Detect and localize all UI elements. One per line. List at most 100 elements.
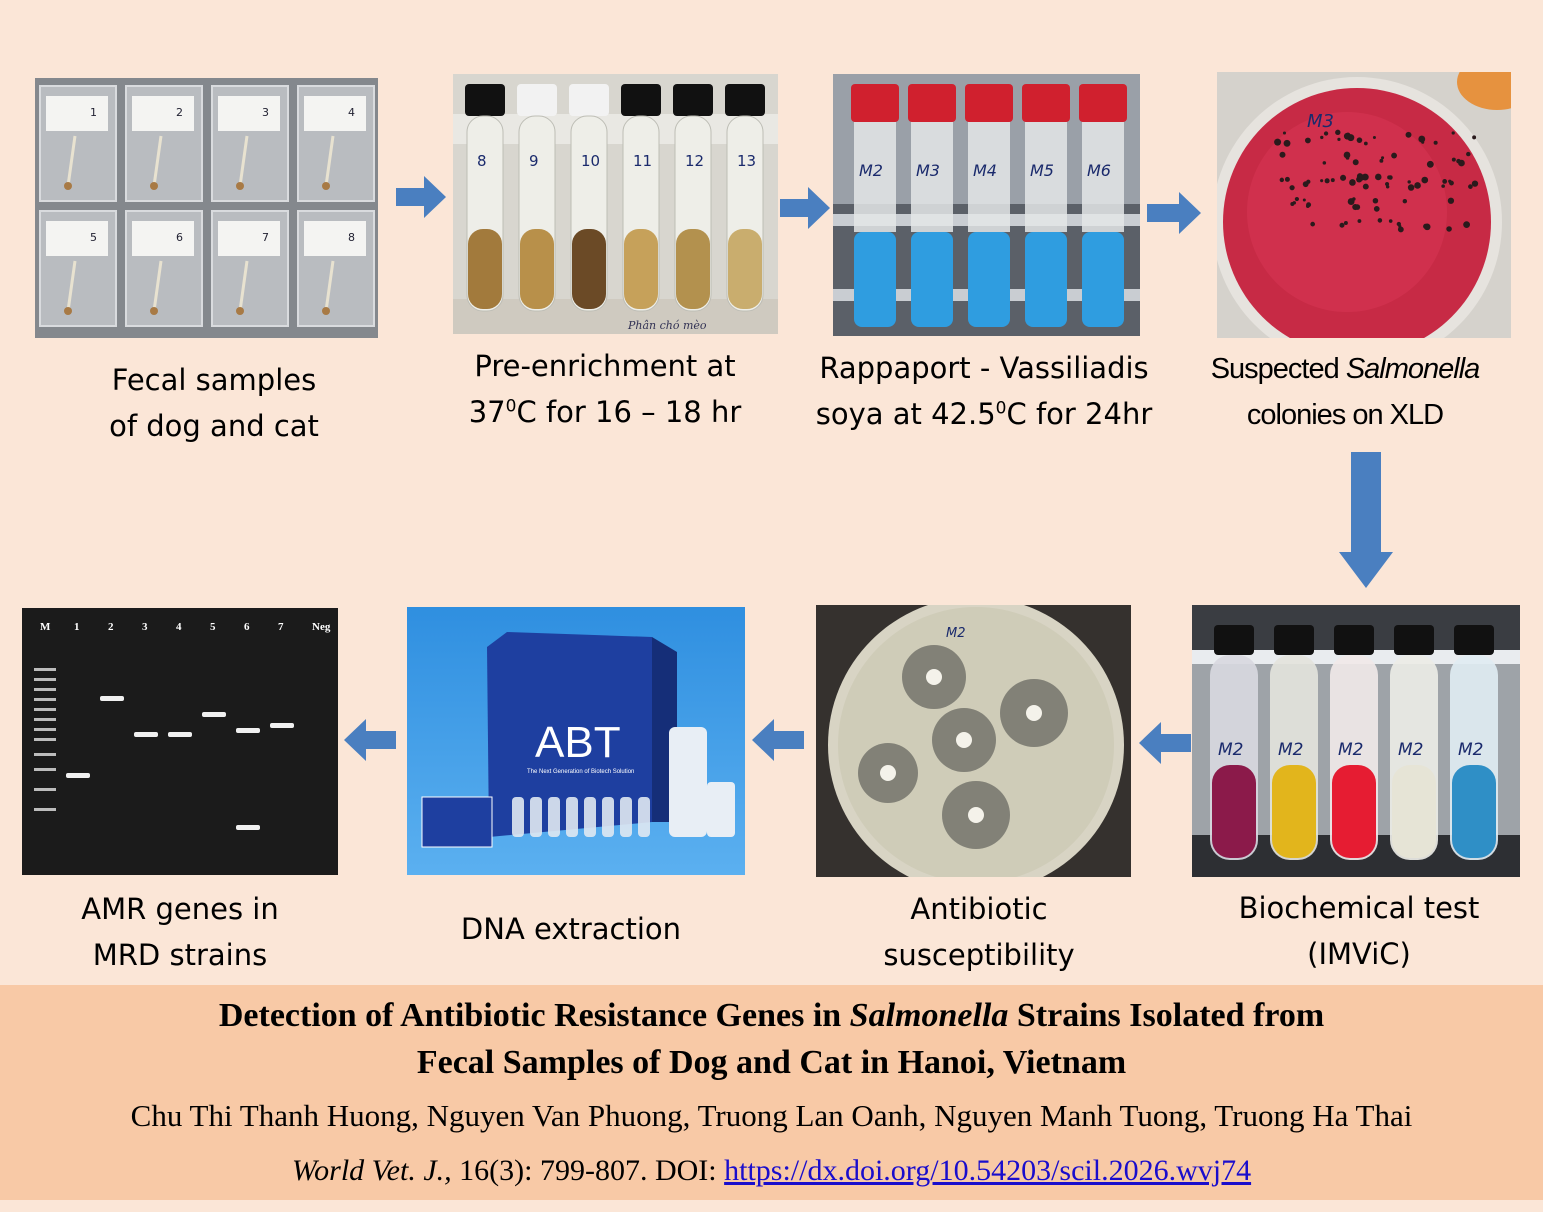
paper-title-line1: Detection of Antibiotic Resistance Genes… <box>218 997 1325 1034</box>
abt-tagline: The Next Generation of Biotech Solution <box>527 769 634 775</box>
tube-cap <box>1454 625 1494 655</box>
tube <box>968 122 1010 232</box>
colony <box>1320 135 1324 140</box>
colony <box>1352 159 1359 166</box>
colony <box>1397 226 1404 233</box>
colony <box>1414 182 1421 189</box>
tube-label: M6 <box>1087 161 1111 180</box>
journal-name: World Vet. J., <box>291 1154 452 1187</box>
colony <box>1282 131 1287 135</box>
tube-label: M2 <box>1338 740 1363 760</box>
colony <box>1292 201 1296 205</box>
swab-tip <box>150 307 158 315</box>
colony <box>1345 156 1350 160</box>
tube-liquid <box>1272 765 1316 858</box>
bag-number: 3 <box>262 106 269 119</box>
volume-pages: 16(3): 799-807. DOI: <box>451 1154 725 1187</box>
arrow-right-icon <box>780 185 832 231</box>
tube-liquid <box>728 229 762 309</box>
tube-label: M2 <box>859 161 883 180</box>
tube-number: 9 <box>529 152 539 170</box>
tube-number: 13 <box>737 152 756 170</box>
lane-label: 5 <box>210 621 216 633</box>
bag-number: 7 <box>262 231 269 244</box>
antibiotic-disk <box>956 732 972 748</box>
colony <box>1385 185 1390 189</box>
sample-tag <box>46 221 108 256</box>
colony <box>1388 175 1393 180</box>
dna-band <box>168 732 192 737</box>
ladder-band <box>34 753 56 756</box>
colony <box>1279 177 1285 183</box>
arrow-left-icon <box>1137 720 1191 766</box>
colony <box>1466 151 1471 157</box>
tube-liquid <box>968 232 1010 327</box>
colony <box>1304 137 1311 144</box>
arrow-down-icon <box>1337 452 1395 590</box>
caption-pre-enrichment: Pre-enrichment at 370C for 16 – 18 hr <box>468 349 742 429</box>
tube-label: M5 <box>1030 161 1054 180</box>
swab-tip <box>64 307 72 315</box>
colony <box>1320 179 1324 183</box>
colony <box>1433 140 1438 145</box>
pcr-tube <box>512 797 524 837</box>
footer-banner <box>0 985 1543 1200</box>
colony <box>1279 151 1286 158</box>
sample-tag <box>218 221 280 256</box>
lane-label: M <box>40 621 51 633</box>
arrow-right-icon <box>1147 190 1203 236</box>
photo-rv-tubes: M2 M3 M4 M5 M6 <box>833 74 1140 336</box>
lane-label: 4 <box>176 621 182 633</box>
colony <box>1274 138 1282 146</box>
colony <box>1357 219 1362 223</box>
pcr-tube <box>584 797 596 837</box>
ladder-band <box>34 718 56 721</box>
tube-cap <box>851 84 899 122</box>
colony <box>1447 197 1455 204</box>
doi-link[interactable]: https://dx.doi.org/10.54203/scil.2026.wv… <box>724 1154 1252 1187</box>
swab <box>66 135 77 187</box>
tube-cap <box>1214 625 1254 655</box>
tube-cap <box>965 84 1013 122</box>
pcr-tube <box>638 797 650 837</box>
colony <box>1302 181 1309 188</box>
colony <box>1407 180 1411 184</box>
colony <box>1305 204 1310 208</box>
tube-liquid <box>624 229 658 309</box>
lane-label: 7 <box>278 621 284 633</box>
tube-label: M2 <box>1278 740 1303 760</box>
lane-label: 3 <box>142 621 148 633</box>
colony <box>1451 157 1456 162</box>
tube-label: M2 <box>1218 740 1243 760</box>
colony <box>1442 179 1448 184</box>
tube-label: M4 <box>973 161 997 180</box>
colony <box>1284 176 1290 182</box>
lane-label: 6 <box>244 621 250 633</box>
colony <box>1289 185 1295 191</box>
sample-tag <box>218 96 280 131</box>
tube-cap <box>1334 625 1374 655</box>
colony <box>1468 184 1473 189</box>
tube-cap <box>621 84 661 116</box>
pcr-tube <box>620 797 632 837</box>
paper-title-line2: Fecal Samples of Dog and Cat in Hanoi, V… <box>416 1044 1127 1081</box>
arrow-right-icon <box>396 174 448 220</box>
tube-label: M3 <box>916 161 940 180</box>
arrow-left-icon <box>750 717 804 763</box>
tube-cap <box>465 84 505 116</box>
colony <box>1421 176 1429 184</box>
colony <box>1323 131 1329 136</box>
caption-antibiotic: Antibiotic susceptibility <box>883 892 1075 972</box>
colony <box>1283 139 1291 147</box>
ladder-band <box>34 738 56 741</box>
bag-number: 1 <box>90 106 97 119</box>
colony <box>1375 173 1382 181</box>
sample-tag <box>46 96 108 131</box>
colony <box>1322 161 1327 165</box>
photo-xld-plate: M3 <box>1217 72 1511 338</box>
plate-label: M3 <box>1307 111 1334 132</box>
ladder-band <box>34 808 56 811</box>
colony <box>1471 180 1479 187</box>
